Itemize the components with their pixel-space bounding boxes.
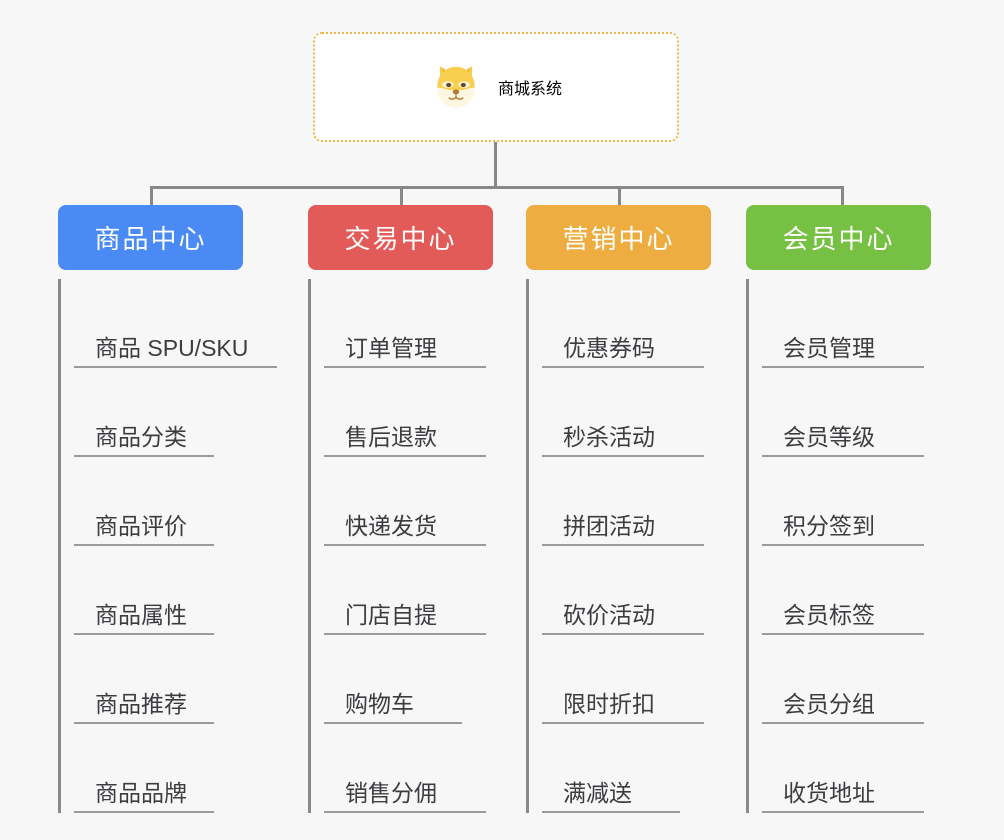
branch-items-marketing: 优惠券码 秒杀活动 拼团活动 砍价活动 限时折扣 满减送 [526,279,704,813]
list-item-label: 会员等级 [783,423,875,450]
list-item-label: 订单管理 [345,334,437,361]
branch-header-label: 交易中心 [344,224,457,254]
list-item-label: 商品 SPU/SKU [95,334,249,361]
list-item[interactable]: 销售分佣 [324,724,486,813]
branch-items-trade: 订单管理 售后退款 快递发货 门店自提 购物车 销售分佣 [308,279,486,813]
list-item[interactable]: 会员管理 [762,279,924,368]
list-item-label: 商品属性 [95,601,187,628]
branch-column-product: 商品中心 商品 SPU/SKU 商品分类 商品评价 商品属性 商品推荐 商品品牌 [58,205,277,813]
list-item[interactable]: 商品属性 [74,546,214,635]
branch-header-label: 会员中心 [782,224,895,254]
list-item-label: 门店自提 [345,601,437,628]
list-item-label: 满减送 [563,779,632,806]
root-node[interactable]: 商城系统 [313,32,679,142]
connector-root-stem [494,142,497,188]
list-item[interactable]: 商品分类 [74,368,214,457]
connector-horizontal-bus [150,186,844,189]
branch-header-label: 营销中心 [562,224,675,254]
list-item[interactable]: 收货地址 [762,724,924,813]
list-item[interactable]: 会员标签 [762,546,924,635]
list-item[interactable]: 会员分组 [762,635,924,724]
branch-header-product[interactable]: 商品中心 [58,205,243,270]
branch-header-member[interactable]: 会员中心 [746,205,931,270]
list-item[interactable]: 门店自提 [324,546,486,635]
branch-header-trade[interactable]: 交易中心 [308,205,493,270]
list-item-label: 快递发货 [345,512,437,539]
root-title: 商城系统 [497,81,562,98]
list-item-label: 售后退款 [345,423,437,450]
connector-drop-branch-1 [400,186,403,208]
list-item-label: 优惠券码 [563,334,655,361]
list-item[interactable]: 拼团活动 [542,457,704,546]
list-item[interactable]: 快递发货 [324,457,486,546]
list-item-label: 积分签到 [783,512,875,539]
list-item[interactable]: 商品 SPU/SKU [74,279,277,368]
list-item[interactable]: 订单管理 [324,279,486,368]
list-item-label: 砍价活动 [563,601,655,628]
list-item-label: 会员管理 [783,334,875,361]
list-item[interactable]: 商品品牌 [74,724,214,813]
list-item[interactable]: 购物车 [324,635,462,724]
list-item[interactable]: 商品推荐 [74,635,214,724]
list-item-label: 商品品牌 [95,779,187,806]
list-item[interactable]: 售后退款 [324,368,486,457]
list-item[interactable]: 秒杀活动 [542,368,704,457]
branch-header-label: 商品中心 [94,224,207,254]
list-item-label: 秒杀活动 [563,423,655,450]
list-item[interactable]: 砍价活动 [542,546,704,635]
list-item-label: 收货地址 [783,779,875,806]
list-item[interactable]: 会员等级 [762,368,924,457]
list-item[interactable]: 商品评价 [74,457,214,546]
list-item-label: 商品分类 [95,423,187,450]
connector-drop-branch-0 [150,186,153,208]
connector-drop-branch-3 [841,186,844,208]
list-item-label: 销售分佣 [345,779,437,806]
list-item-label: 商品评价 [95,512,187,539]
connector-drop-branch-2 [618,186,621,208]
list-item[interactable]: 优惠券码 [542,279,704,368]
list-item[interactable]: 积分签到 [762,457,924,546]
list-item[interactable]: 满减送 [542,724,680,813]
list-item-label: 购物车 [345,690,414,717]
branch-column-trade: 交易中心 订单管理 售后退款 快递发货 门店自提 购物车 销售分佣 [308,205,493,813]
branch-header-marketing[interactable]: 营销中心 [526,205,711,270]
branch-items-member: 会员管理 会员等级 积分签到 会员标签 会员分组 收货地址 [746,279,924,813]
list-item-label: 会员标签 [783,601,875,628]
list-item-label: 会员分组 [783,690,875,717]
list-item-label: 商品推荐 [95,690,187,717]
branch-column-member: 会员中心 会员管理 会员等级 积分签到 会员标签 会员分组 收货地址 [746,205,931,813]
shiba-dog-icon [437,65,475,108]
list-item-label: 限时折扣 [563,690,655,717]
list-item-label: 拼团活动 [563,512,655,539]
branch-items-product: 商品 SPU/SKU 商品分类 商品评价 商品属性 商品推荐 商品品牌 [58,279,277,813]
branch-column-marketing: 营销中心 优惠券码 秒杀活动 拼团活动 砍价活动 限时折扣 满减送 [526,205,711,813]
list-item[interactable]: 限时折扣 [542,635,704,724]
